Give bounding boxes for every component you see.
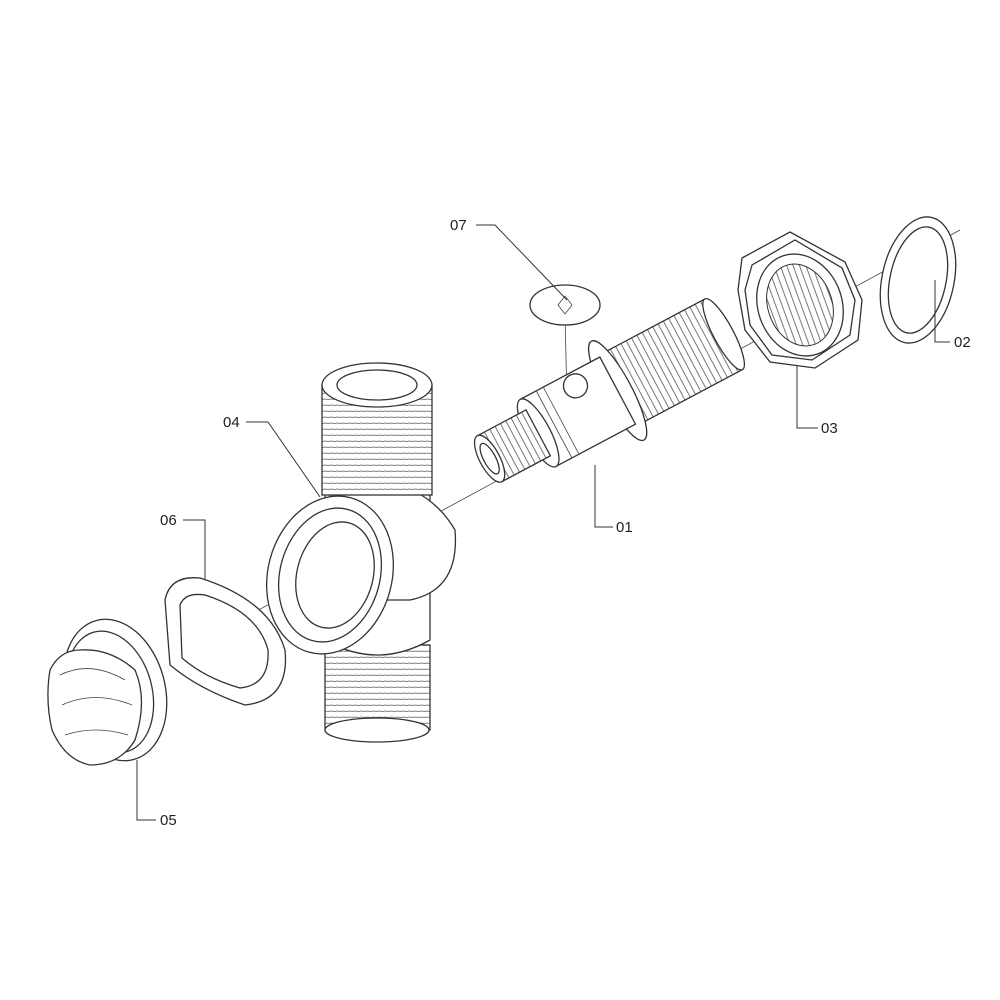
label-07: 07 bbox=[450, 217, 467, 234]
callout-04: 04 bbox=[223, 414, 321, 498]
callout-05: 05 bbox=[136, 760, 177, 829]
part-07-washer bbox=[529, 284, 601, 326]
part-04-tee-body bbox=[265, 362, 457, 743]
part-05-knob bbox=[47, 618, 168, 766]
callout-07: 07 bbox=[450, 217, 568, 301]
part-03-hex-nut bbox=[737, 231, 863, 369]
part-06-gasket bbox=[164, 577, 287, 706]
label-03: 03 bbox=[821, 420, 838, 437]
callout-03: 03 bbox=[796, 365, 838, 437]
label-02: 02 bbox=[954, 334, 971, 351]
callout-02: 02 bbox=[934, 280, 971, 351]
label-06: 06 bbox=[160, 512, 177, 529]
label-04: 04 bbox=[223, 414, 240, 431]
callout-06: 06 bbox=[160, 512, 206, 580]
callout-01: 01 bbox=[594, 465, 633, 536]
label-05: 05 bbox=[160, 812, 177, 829]
part-02-gasket-ring bbox=[879, 216, 957, 344]
part-01-valve-body bbox=[473, 297, 746, 483]
label-01: 01 bbox=[616, 519, 633, 536]
